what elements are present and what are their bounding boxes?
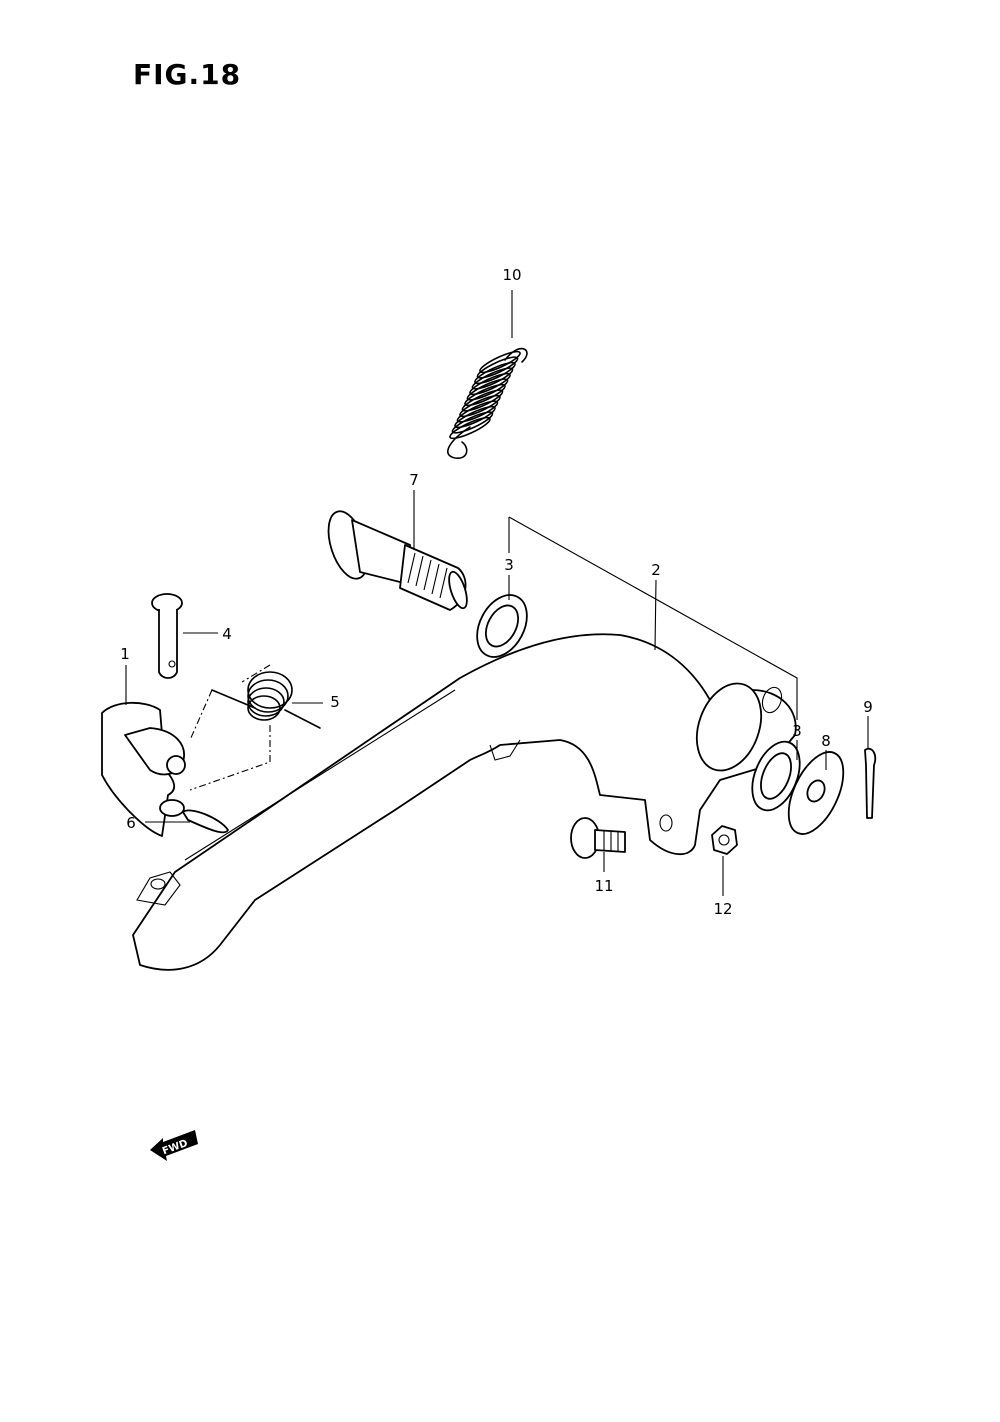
fwd-label: FWD <box>161 1138 189 1157</box>
nut-part-12 <box>711 825 738 855</box>
spring-coil <box>461 389 504 412</box>
oil-seal-part-3-lower <box>751 740 801 812</box>
spring-coil <box>471 367 514 390</box>
spring-coil <box>479 350 521 374</box>
figure-title: FIG.18 <box>133 58 242 91</box>
callout-2: 2 <box>651 561 661 579</box>
oil-seal-part-3-upper <box>476 594 528 658</box>
callout-labels: 10 7 3 2 4 1 5 9 3 8 6 11 12 <box>120 266 873 918</box>
fwd-arrow-icon: FWD <box>150 1130 198 1161</box>
callout-5: 5 <box>330 693 340 711</box>
spring-coil <box>456 400 499 423</box>
callout-3-upper: 3 <box>504 556 514 574</box>
spring-coil <box>464 383 506 407</box>
callout-3-lower: 3 <box>792 722 802 740</box>
spring-coil <box>451 411 494 434</box>
bolt-part-11 <box>570 817 626 859</box>
callout-12: 12 <box>713 900 732 918</box>
cotter-pin-part-9 <box>864 747 877 819</box>
spring-part-10 <box>447 347 528 459</box>
cotter-pin-part-6 <box>182 809 229 834</box>
callout-6: 6 <box>126 814 136 832</box>
pivot-bolt-part-7 <box>327 510 468 611</box>
spring-coil <box>459 394 501 418</box>
callout-9: 9 <box>863 698 873 716</box>
clevis-pin-part-4 <box>151 593 183 679</box>
spring-coil <box>476 356 519 379</box>
spring-coil <box>454 405 496 429</box>
leader-lines <box>125 290 869 896</box>
brake-pedal-part-2 <box>132 633 797 971</box>
callout-11: 11 <box>594 877 613 895</box>
callout-1: 1 <box>120 645 130 663</box>
spring-coil <box>449 416 491 440</box>
spring-coil <box>474 361 516 385</box>
spring-coil <box>466 378 509 401</box>
assembly-guide-lines <box>189 664 271 791</box>
callout-4: 4 <box>222 625 232 643</box>
spring-coil <box>469 372 511 396</box>
washer-part-8 <box>787 751 845 835</box>
callout-7: 7 <box>409 471 419 489</box>
callout-8: 8 <box>821 732 831 750</box>
torsion-spring-part-5 <box>211 671 321 729</box>
callout-10: 10 <box>502 266 521 284</box>
bracket-part-1 <box>101 701 186 837</box>
